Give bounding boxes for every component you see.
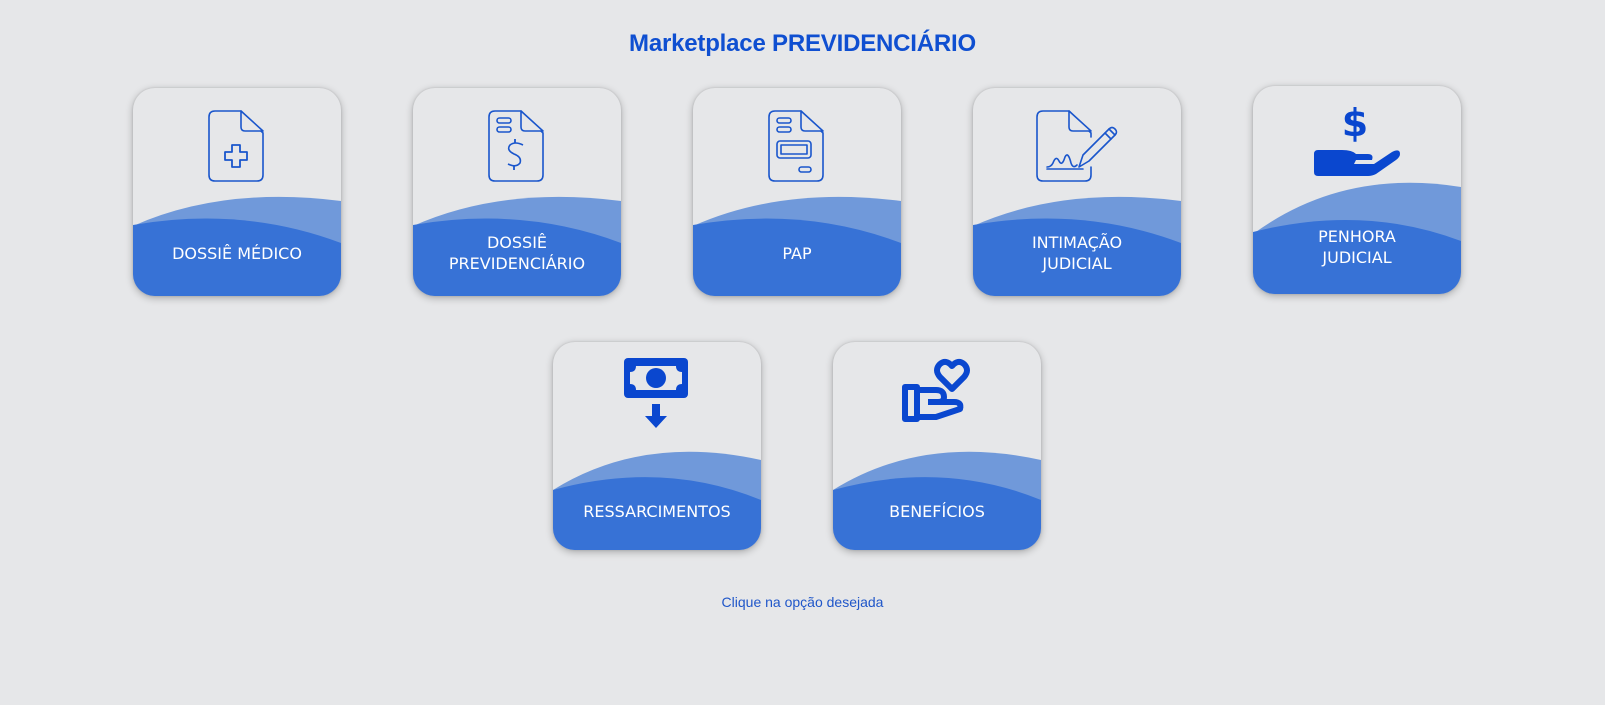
page-title: Marketplace PREVIDENCIÁRIO xyxy=(629,30,976,57)
card-label-line: INTIMAÇÃO xyxy=(1031,233,1123,252)
wave-decoration xyxy=(133,196,341,296)
wave-decoration xyxy=(973,196,1181,296)
card-label: PAP xyxy=(693,228,901,278)
card-label-line: JUDICIAL xyxy=(1322,248,1392,267)
card-intimacao-judicial[interactable]: INTIMAÇÃO JUDICIAL xyxy=(973,88,1181,296)
card-label-line: BENEFÍCIOS xyxy=(889,501,985,521)
wave-decoration xyxy=(553,451,761,550)
card-label: INTIMAÇÃO JUDICIAL xyxy=(973,228,1181,278)
card-label-line: DOSSIÊ xyxy=(486,233,548,252)
card-pap[interactable]: PAP xyxy=(693,88,901,296)
card-label-line: PAP xyxy=(782,243,812,263)
signature-document-icon xyxy=(973,106,1181,186)
card-label: BENEFÍCIOS xyxy=(833,486,1041,536)
hand-dollar-icon: $ xyxy=(1253,100,1461,180)
card-label-line: RESSARCIMENTOS xyxy=(583,501,731,521)
card-label-line: JUDICIAL xyxy=(1042,254,1112,273)
dollar-document-icon xyxy=(413,106,621,186)
card-label: DOSSIÊ MÉDICO xyxy=(133,228,341,278)
wave-decoration xyxy=(833,451,1041,550)
card-ressarcimentos[interactable]: RESSARCIMENTOS xyxy=(553,342,761,550)
form-document-icon xyxy=(693,106,901,186)
card-penhora-judicial[interactable]: $ PENHORA JUDICIAL xyxy=(1253,86,1461,294)
card-label: RESSARCIMENTOS xyxy=(553,486,761,536)
wave-decoration xyxy=(413,196,621,296)
card-label: DOSSIÊ PREVIDENCIÁRIO xyxy=(413,228,621,278)
card-label: PENHORA JUDICIAL xyxy=(1253,222,1461,272)
instruction-hint: Clique na opção desejada xyxy=(721,594,884,610)
wave-decoration xyxy=(693,196,901,296)
svg-text:$: $ xyxy=(1342,101,1368,145)
card-label-line: PREVIDENCIÁRIO xyxy=(448,254,586,273)
card-label-line: DOSSIÊ MÉDICO xyxy=(172,243,302,263)
wave-decoration xyxy=(1253,182,1461,294)
card-dossie-medico[interactable]: DOSSIÊ MÉDICO xyxy=(133,88,341,296)
card-dossie-previdenciario[interactable]: DOSSIÊ PREVIDENCIÁRIO xyxy=(413,88,621,296)
card-beneficios[interactable]: BENEFÍCIOS xyxy=(833,342,1041,550)
banknote-download-icon xyxy=(553,354,761,434)
medical-document-icon xyxy=(133,106,341,186)
hand-heart-icon xyxy=(833,352,1041,432)
card-label-line: PENHORA xyxy=(1318,227,1396,246)
